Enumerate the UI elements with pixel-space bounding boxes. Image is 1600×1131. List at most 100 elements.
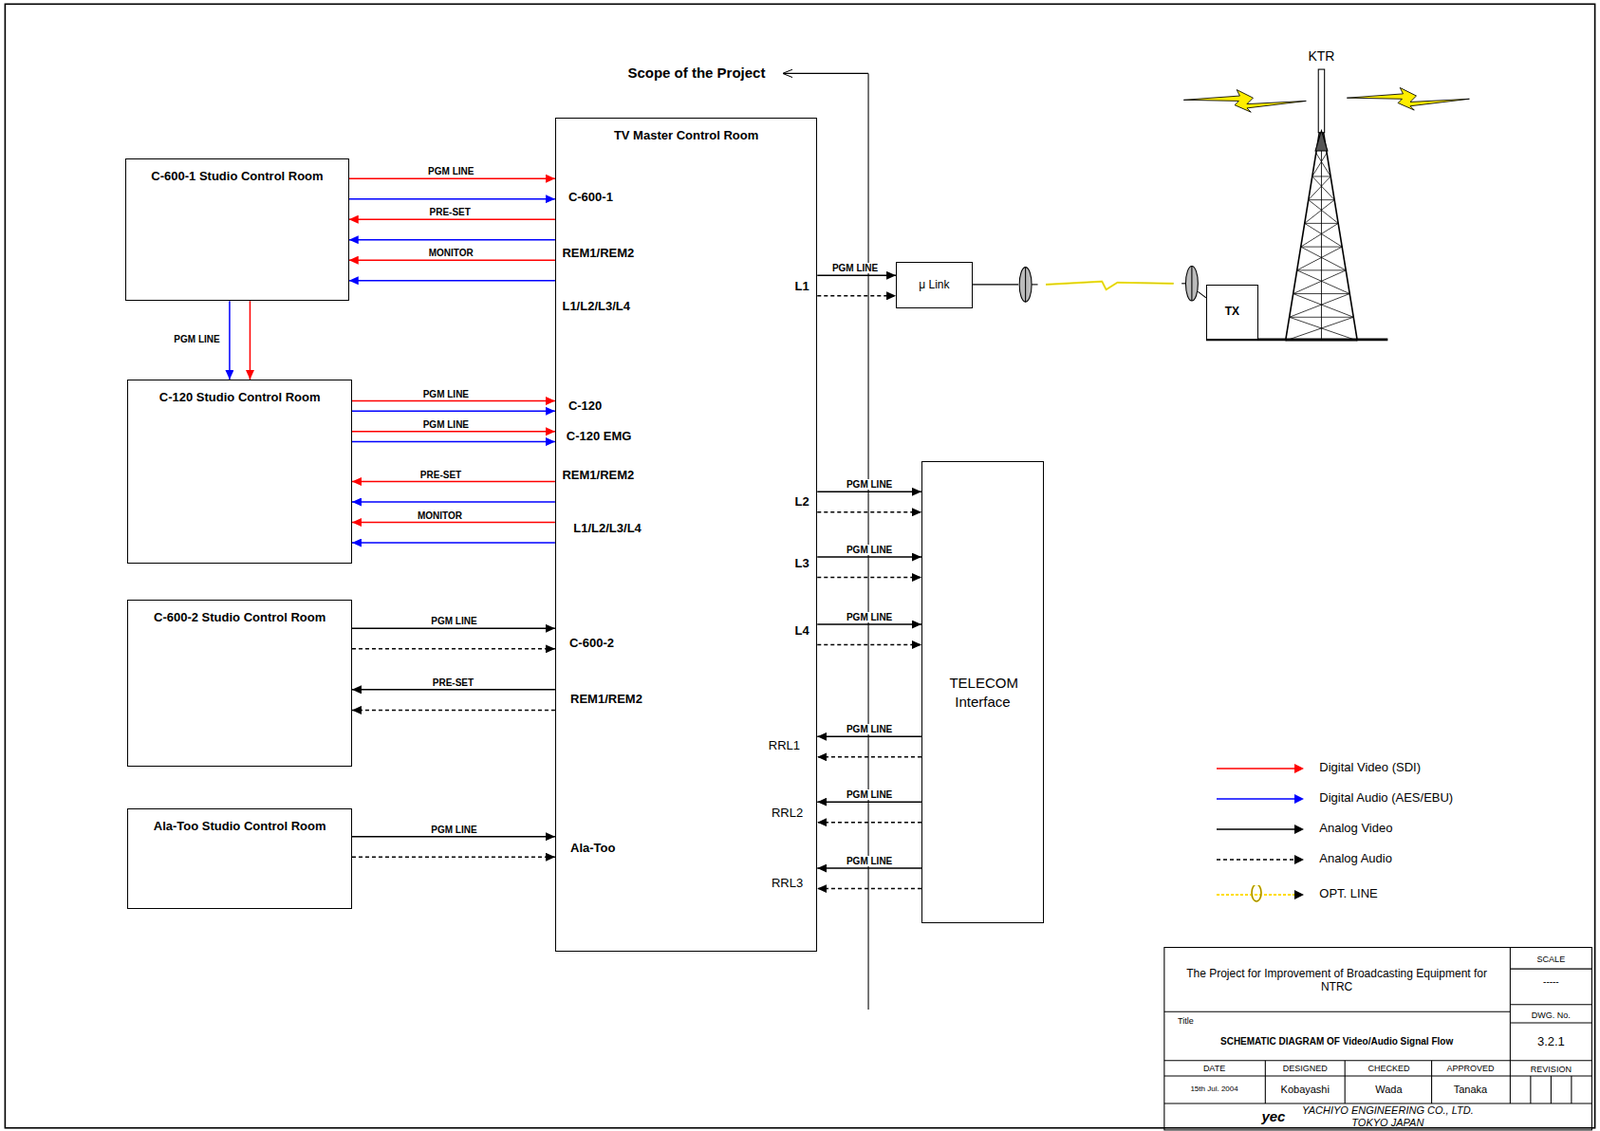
title-block-text: Tanaka [1453,1083,1488,1097]
title-block-text: DWG. No. [1531,1010,1571,1021]
room-box: C-120 Studio Control Room [127,379,353,564]
signal-line [817,623,922,626]
signal-line [249,300,252,380]
box-title: TELECOM Interface [948,673,1016,711]
legend-text: Analog Video [1319,820,1393,836]
signal-line [352,481,556,484]
edge-label: PGM LINE [844,855,894,867]
box-title: C-600-1 Studio Control Room [150,168,323,186]
title-block-text: DATE [1203,1063,1226,1074]
port-label: Ala-Too [570,840,615,856]
signal-line [817,736,922,739]
edge-label: PGM LINE [428,615,479,627]
radio-waves [1183,87,1470,112]
signal-line [352,628,556,631]
signal-line [349,239,556,242]
edge-label: PGM LINE [421,419,471,430]
port-label: REM1/REM2 [561,468,634,484]
title-block-text: ----- [1543,977,1560,989]
port-label: L1/L2/L3/L4 [561,298,631,314]
legend-text: Digital Audio (AES/EBU) [1319,790,1453,805]
edge-label: PGM LINE [428,824,479,836]
edge-label: PGM LINE [426,166,476,177]
signal-line [352,521,556,524]
title-block-text: DESIGNED [1283,1063,1328,1074]
title-block-text: yec [1261,1109,1285,1126]
link-box: μ Link [895,261,973,308]
signal-line [349,259,556,261]
room-box: C-600-1 Studio Control Room [125,158,349,302]
title-block [1164,948,1593,1131]
legend-text: OPT. LINE [1319,886,1377,901]
title-block-text: Wada [1375,1083,1402,1097]
edge-label: PRE-SET [418,469,464,481]
edge-label: MONITOR [427,247,476,259]
box-title: Ala-Too Studio Control Room [153,818,327,836]
legend-swatch [1214,789,1306,809]
signal-line [817,275,896,278]
signal-line [352,648,556,651]
edge-label: PGM LINE [421,389,471,400]
box-title: C-600-2 Studio Control Room [153,610,326,627]
edge-label: PGM LINE [171,333,222,344]
drawing-frame [4,3,1595,1128]
signal-line [817,800,922,803]
edge-label: PRE-SET [427,206,473,218]
signal-line [817,576,922,579]
line-label: L2 [795,495,810,510]
signal-line [352,836,556,838]
signal-line [352,688,556,691]
signal-line [817,511,922,514]
edge-label: PGM LINE [844,724,894,735]
line-label: L3 [795,556,810,571]
signal-line [352,541,556,544]
port-label: C-600-1 [568,189,614,205]
signal-line [352,400,556,403]
line-label: L4 [795,623,810,638]
title-block-text: 3.2.1 [1537,1034,1565,1049]
edge-label: PGM LINE [844,544,894,556]
title-block-text: 15th Jul. 2004 [1190,1085,1238,1095]
signal-line [817,491,922,494]
title-block-text: SCHEMATIC DIAGRAM OF Video/Audio Signal … [1220,1036,1453,1048]
edge-label: PGM LINE [830,262,880,274]
signal-line [817,888,922,891]
port-label: Scope of the Project [627,65,765,82]
legend-swatch [1214,819,1306,839]
legend-text: Digital Video (SDI) [1319,760,1421,775]
line-label: RRL3 [771,876,803,892]
signal-line [352,441,556,444]
box-title: TV Master Control Room [613,128,759,145]
line-label: L1 [795,279,810,295]
signal-line [349,198,556,201]
signal-line [352,410,556,413]
legend-text: Analog Audio [1319,851,1393,866]
edge-label: PGM LINE [844,479,894,490]
title-block-text: Title [1177,1016,1194,1026]
line-label: RRL1 [768,739,800,754]
room-box: C-600-2 Studio Control Room [127,599,353,766]
box-title: μ Link [917,278,950,294]
signal-line [817,821,922,824]
title-block-text: SCALE [1537,954,1566,965]
room-box: Ala-Too Studio Control Room [127,808,353,910]
signal-line [817,756,922,759]
edge-label: PGM LINE [844,789,894,800]
port-label: REM1/REM2 [561,245,634,261]
title-block-text: Kobayashi [1281,1083,1330,1097]
line-label: RRL2 [771,806,803,821]
edge-label: PRE-SET [430,677,476,689]
room-box: TELECOM Interface [921,461,1044,924]
signal-line [349,218,556,221]
port-label: C-120 [568,398,602,413]
edge-label: PGM LINE [844,612,894,623]
signal-line [817,556,922,559]
signal-line [352,855,556,858]
title-block-text: CHECKED [1367,1063,1410,1074]
transmitter-box: TX [1206,284,1259,340]
signal-line [228,300,231,380]
legend-swatch [1214,850,1306,870]
signal-line [817,644,922,647]
signal-line [349,279,556,282]
signal-line [352,430,556,433]
